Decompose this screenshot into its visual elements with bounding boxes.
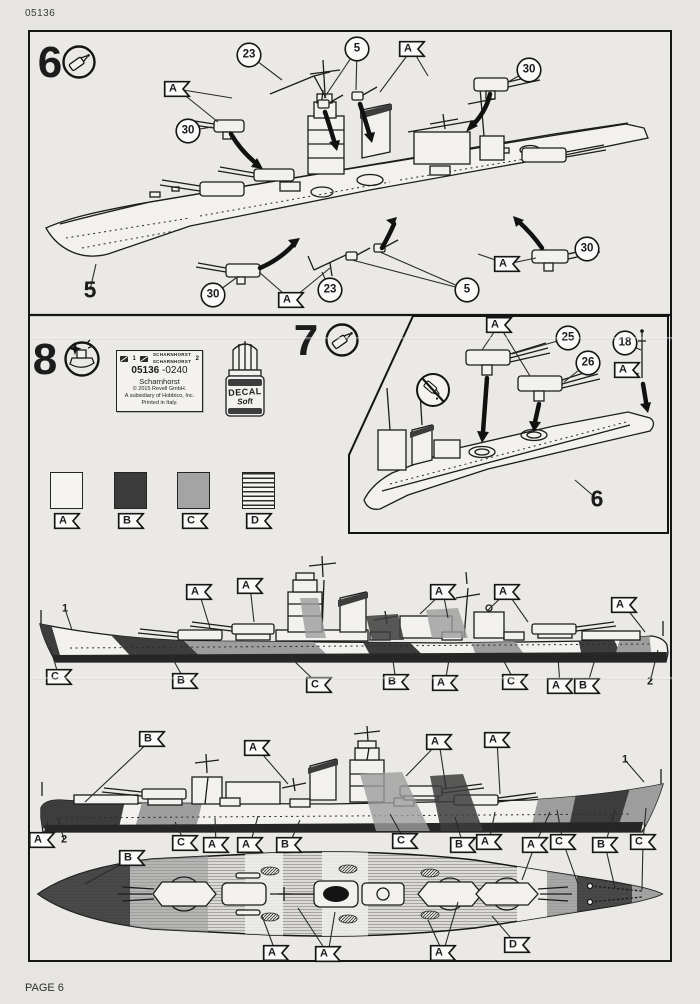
step7-inset-illustration: [348, 315, 669, 534]
kit-number: 05136: [25, 8, 56, 19]
paint-flag-B: B: [117, 512, 146, 530]
decal-flag-icon: [140, 356, 149, 362]
color-swatch-D: [242, 472, 275, 509]
part-callout-26: 26: [575, 350, 602, 377]
paint-flag-A: A: [521, 836, 550, 854]
paint-flag-C: C: [501, 673, 530, 691]
decal-ship-name: Scharnhorst: [139, 377, 180, 386]
decal-name-strips: SCHARNHORST SCHARNHORST: [152, 352, 192, 364]
paint-flag-B: B: [275, 836, 304, 854]
paint-flag-C: C: [549, 833, 578, 851]
paint-flag-A: A: [425, 733, 454, 751]
part-callout-30: 30: [574, 236, 601, 263]
color-swatch-A: [50, 472, 83, 509]
part-callout-23: 23: [317, 277, 344, 304]
paint-flag-A: A: [493, 255, 522, 273]
part-callout-6: 6: [590, 485, 604, 512]
decal-soft-bottle: [225, 341, 265, 417]
paint-flag-B: B: [591, 836, 620, 854]
paint-flag-B: B: [118, 849, 147, 867]
paint-flag-A: A: [163, 80, 192, 98]
paint-flag-C: C: [305, 676, 334, 694]
decal-subsidiary: A subsidiary of Hobbico, Inc.: [124, 393, 195, 399]
decal-flag-icon: [120, 356, 128, 362]
paint-flag-B: B: [138, 730, 167, 748]
part-callout-25: 25: [555, 325, 582, 352]
part-callout-30: 30: [516, 57, 543, 84]
paint-flag-A: A: [429, 583, 458, 601]
part-callout-5: 5: [454, 277, 481, 304]
paint-flag-A: A: [398, 40, 427, 58]
part-callout-1: 1: [61, 602, 69, 615]
paint-flag-A: A: [277, 291, 306, 309]
glue-bottle-icon: [62, 45, 96, 79]
profile-view-port: [40, 725, 664, 833]
paint-flag-A: A: [610, 596, 639, 614]
paint-flag-C: C: [391, 832, 420, 850]
decal-apply-icon: [64, 339, 100, 377]
paint-flag-A: A: [314, 945, 343, 963]
paint-flag-B: B: [382, 673, 411, 691]
paint-flag-D: D: [503, 936, 532, 954]
decal-printed: Printed in Italy.: [141, 400, 178, 406]
paint-flag-D: D: [245, 512, 274, 530]
paint-flag-A: A: [475, 833, 504, 851]
paint-flag-A: A: [53, 512, 82, 530]
paint-flag-A: A: [493, 583, 522, 601]
part-callout-5: 5: [83, 276, 97, 303]
step-8-number: 8: [32, 335, 58, 384]
color-swatch-C: [177, 472, 210, 509]
paint-flag-A: A: [431, 674, 460, 692]
paint-flag-C: C: [629, 833, 658, 851]
paint-flag-B: B: [449, 836, 478, 854]
paint-flag-C: C: [181, 512, 210, 530]
paint-flag-A: A: [485, 316, 514, 334]
paint-flag-C: C: [45, 668, 74, 686]
step-7-number: 7: [293, 316, 319, 365]
paint-flag-A: A: [28, 831, 57, 849]
part-callout-18: 18: [612, 330, 639, 357]
paint-flag-A: A: [236, 577, 265, 595]
part-callout-30: 30: [200, 282, 227, 309]
decal-copyright: © 2015 Revell GmbH.: [132, 386, 187, 392]
part-callout-1: 1: [621, 753, 629, 766]
profile-view-starboard: [39, 555, 669, 663]
part-callout-2: 2: [646, 675, 654, 688]
part-callout-23: 23: [236, 42, 263, 69]
paint-flag-A: A: [262, 944, 291, 962]
leader-lines: [41, 48, 659, 955]
paint-flag-A: A: [429, 944, 458, 962]
paint-flag-A: A: [185, 583, 214, 601]
step6-ship-illustration: [45, 59, 649, 285]
page-number: PAGE 6: [25, 982, 64, 994]
paint-flag-B: B: [171, 672, 200, 690]
paint-flag-A: A: [202, 836, 231, 854]
decal-kit-code: 05136 -0240: [131, 365, 188, 376]
color-swatch-B: [114, 472, 147, 509]
paint-flag-A: A: [546, 677, 575, 695]
paint-flag-C: C: [171, 834, 200, 852]
decal-number-1: 1: [132, 356, 136, 362]
paint-flag-A: A: [236, 836, 265, 854]
paint-flag-A: A: [243, 739, 272, 757]
paint-flag-B: B: [573, 677, 602, 695]
part-callout-30: 30: [175, 118, 202, 145]
paint-flag-A: A: [613, 361, 642, 379]
paint-flag-A: A: [483, 731, 512, 749]
part-callout-5: 5: [344, 36, 371, 63]
decal-number-2: 2: [195, 356, 199, 362]
page-artwork: [30, 45, 670, 937]
step-6-number: 6: [37, 38, 63, 87]
no-glue-icon: [416, 373, 450, 407]
part-callout-2: 2: [60, 833, 68, 846]
decal-sheet: 1 SCHARNHORST SCHARNHORST 2 05136 -0240 …: [116, 350, 203, 412]
